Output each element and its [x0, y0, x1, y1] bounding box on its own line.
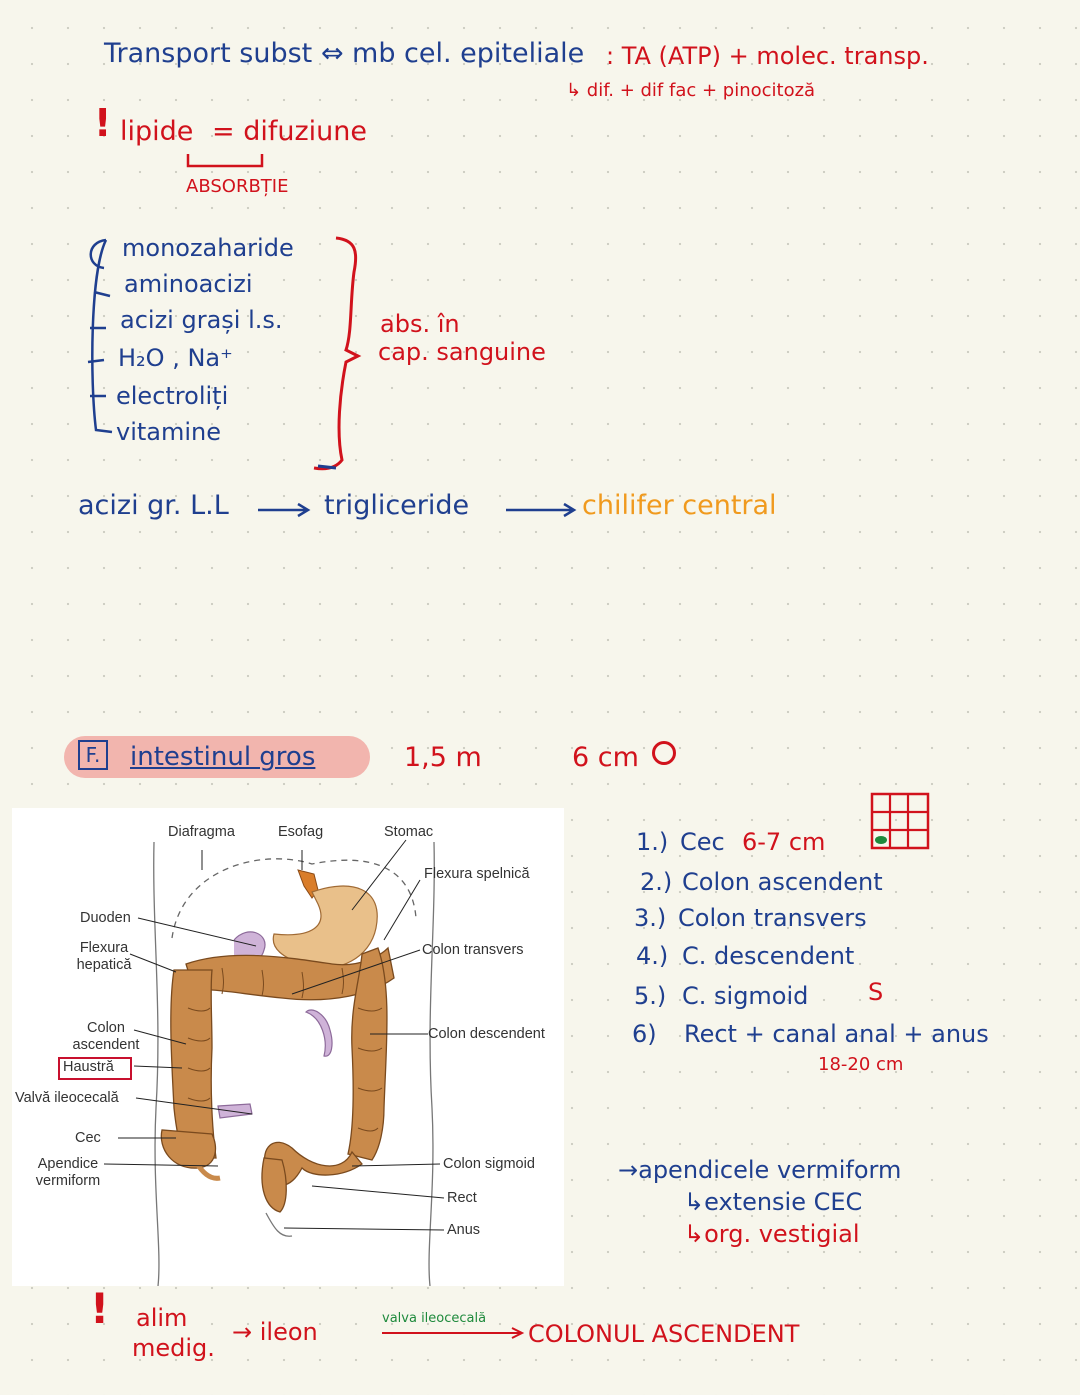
segment-name: Colon transvers [678, 904, 867, 932]
label-haustra: Haustră [63, 1059, 114, 1075]
list-item: aminoacizi [124, 270, 253, 298]
absorption-target-2: cap. sanguine [378, 338, 546, 366]
label-cec: Cec [75, 1130, 101, 1146]
list-item: vitamine [116, 418, 222, 446]
segment-name: Colon ascendent [682, 868, 883, 896]
length-value: 1,5 m [404, 742, 482, 773]
absorbtie-label: ABSORBȚIE [186, 176, 289, 197]
fatty-acids-label: acizi gr. L.L [78, 490, 229, 521]
segment-number: 4.) [636, 942, 669, 970]
segment-name: Cec [680, 828, 725, 856]
label-colon-sigmoid: Colon sigmoid [443, 1156, 535, 1172]
colon-ascendent-label: COLONUL ASCENDENT [528, 1320, 800, 1348]
appendix-item: ↳org. vestigial [684, 1220, 860, 1248]
label-line: Colon [87, 1020, 125, 1036]
label-line: ascendent [72, 1036, 140, 1053]
label-line: Apendice [37, 1156, 99, 1172]
segment-name: C. descendent [682, 942, 855, 970]
appendix-item: ↳extensie CEC [684, 1188, 863, 1216]
food-label-1: alim [136, 1304, 188, 1332]
arrow-right-icon [382, 1327, 525, 1339]
label-line: hepatică [76, 956, 132, 973]
label-diafragma: Diafragma [168, 824, 235, 840]
segment-note: 6-7 cm [742, 828, 826, 856]
segment-number: 2.) [640, 868, 673, 896]
label-anus: Anus [447, 1222, 481, 1238]
absorption-target-1: abs. în [380, 310, 460, 338]
label-colon-transvers: Colon transvers [422, 942, 524, 958]
transport-mechanisms: : TA (ATP) + molec. transp. [606, 42, 929, 70]
appendix-title: →apendicele vermiform [618, 1156, 902, 1184]
label-esofag: Esofag [278, 824, 324, 840]
circle-icon [652, 741, 676, 765]
list-item: monozaharide [122, 234, 294, 262]
arrow-right-icon [506, 502, 577, 518]
segment-number: 1.) [636, 828, 669, 856]
list-arrows-icon [87, 238, 113, 434]
intestine-illustration [103, 839, 445, 1286]
exclamation-mark: ! [90, 1284, 110, 1333]
label-rect: Rect [447, 1190, 477, 1206]
segment-note: S [868, 978, 884, 1006]
list-item: H₂O , Na⁺ [118, 344, 233, 372]
section-title: intestinul gros [130, 742, 316, 772]
arrow-right-icon [258, 502, 311, 518]
bracket-underline-icon [186, 154, 264, 168]
label-flexura-splenica: Flexura spelnică [424, 866, 530, 882]
segment-length: 18-20 cm [818, 1054, 904, 1075]
large-intestine-figure: Diafragma Esofag Stomac Flexura spelnică… [12, 808, 564, 1286]
curly-brace-icon [313, 236, 362, 471]
segment-number: 6) [632, 1020, 657, 1048]
label-flexura-hepatica: Flexura hepatică [72, 940, 136, 973]
label-apendice: Apendice vermiform [28, 1156, 108, 1189]
chilifer-label: chilifer central [582, 490, 777, 521]
section-highlight [64, 736, 370, 778]
label-valva-ileocecala: Valvă ileocecală [15, 1090, 119, 1106]
section-letter: F. [78, 740, 108, 770]
haustra-highlight-box [58, 1057, 132, 1080]
transport-mechanisms-2: ↳ dif. + dif fac + pinocitoză [566, 80, 816, 101]
segment-name: C. sigmoid [682, 982, 809, 1010]
label-stomac: Stomac [384, 824, 434, 840]
segment-number: 3.) [634, 904, 667, 932]
diameter-value: 6 cm [572, 742, 639, 773]
segment-number: 5.) [634, 982, 667, 1010]
valve-label: valva ileocecală [382, 1311, 487, 1326]
lipide-label: lipide [120, 116, 194, 147]
label-line: vermiform [35, 1172, 101, 1189]
list-item: electroliți [116, 382, 229, 410]
triglycerides-label: trigliceride [324, 490, 470, 521]
exclamation-mark: ! [94, 101, 112, 145]
label-colon-descendent: Colon descendent [428, 1026, 545, 1042]
transport-heading: Transport subst ⇔ mb cel. epiteliale [104, 38, 585, 69]
difuziune-label: = difuziune [212, 116, 367, 147]
label-duoden: Duoden [80, 910, 131, 926]
list-item: acizi grași l.s. [120, 306, 283, 334]
label-line: Flexura [79, 940, 129, 956]
food-label-2: medig. [132, 1334, 215, 1362]
segment-name: Rect + canal anal + anus [684, 1020, 989, 1048]
label-colon-ascendent: Colon ascendent [66, 1020, 146, 1053]
ileon-label: → ileon [232, 1318, 318, 1346]
grid-icon [870, 792, 930, 850]
